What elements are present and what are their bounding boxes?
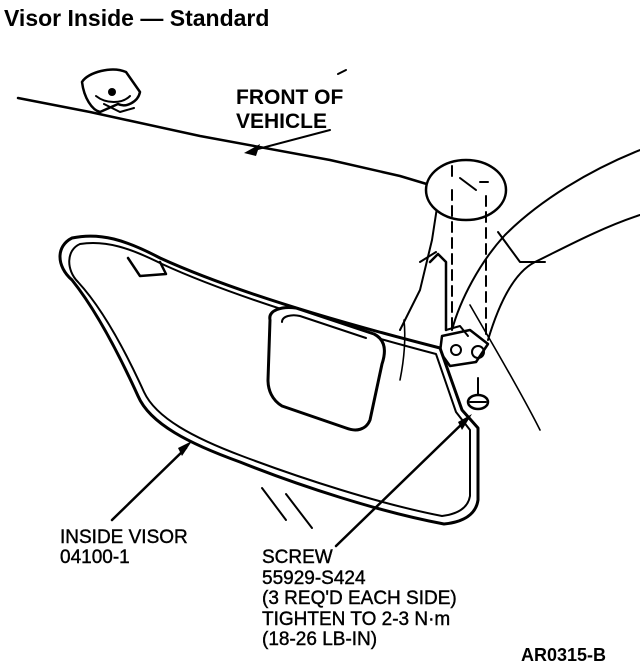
label-front-of-vehicle-line: VEHICLE [236, 109, 328, 133]
arrow-inside-visor [178, 441, 192, 456]
headliner-trim-3 [399, 319, 406, 381]
label-screw-line: (3 REQ'D EACH SIDE) [262, 588, 457, 610]
leader-tick [337, 69, 347, 75]
diagram-title: Visor Inside — Standard [4, 5, 270, 31]
door-frame-curve-2 [487, 214, 640, 341]
headliner-trim-2 [285, 493, 313, 529]
headliner-edge [16, 96, 442, 190]
windshield-pillar [399, 187, 441, 331]
figure-code: AR0315-B [521, 645, 607, 665]
door-frame-curve-4 [469, 304, 541, 431]
label-front-of-vehicle-line: FRONT OF [236, 86, 344, 109]
visor-outline-inner [68, 242, 471, 517]
visor-arm [428, 252, 448, 332]
door-frame-curve-1 [451, 149, 640, 331]
label-front-of-vehicle: FRONT OF VEHICLE [236, 86, 343, 133]
leader-front-of-vehicle [253, 129, 331, 151]
vanity-mirror [266, 306, 386, 432]
leader-inside-visor [110, 446, 188, 522]
pivot-bracket [438, 325, 490, 368]
label-inside-visor-line: INSIDE VISOR [60, 527, 188, 548]
mounting-pad [424, 158, 508, 222]
label-screw-line: TIGHTEN TO 2-3 N·m [262, 608, 451, 630]
headliner-trim-1 [261, 487, 287, 521]
label-screw: SCREW 55929-S424 (3 REQ'D EACH SIDE) TIG… [262, 547, 457, 651]
label-screw-line: (18-26 LB-IN) [262, 629, 378, 651]
door-frame-curve-3 [497, 231, 546, 263]
arrow-screw [458, 414, 472, 430]
label-inside-visor-line: 04100-1 [60, 546, 130, 568]
label-screw-line: SCREW [262, 547, 333, 568]
leader-screw [334, 418, 468, 548]
label-inside-visor: INSIDE VISOR 04100-1 [60, 527, 188, 568]
arrow-front-of-vehicle [244, 144, 260, 156]
label-screw-line: 55929-S424 [262, 567, 366, 589]
lower-screw [466, 377, 490, 411]
visor-clip [80, 68, 142, 114]
visor-notch [126, 256, 168, 278]
